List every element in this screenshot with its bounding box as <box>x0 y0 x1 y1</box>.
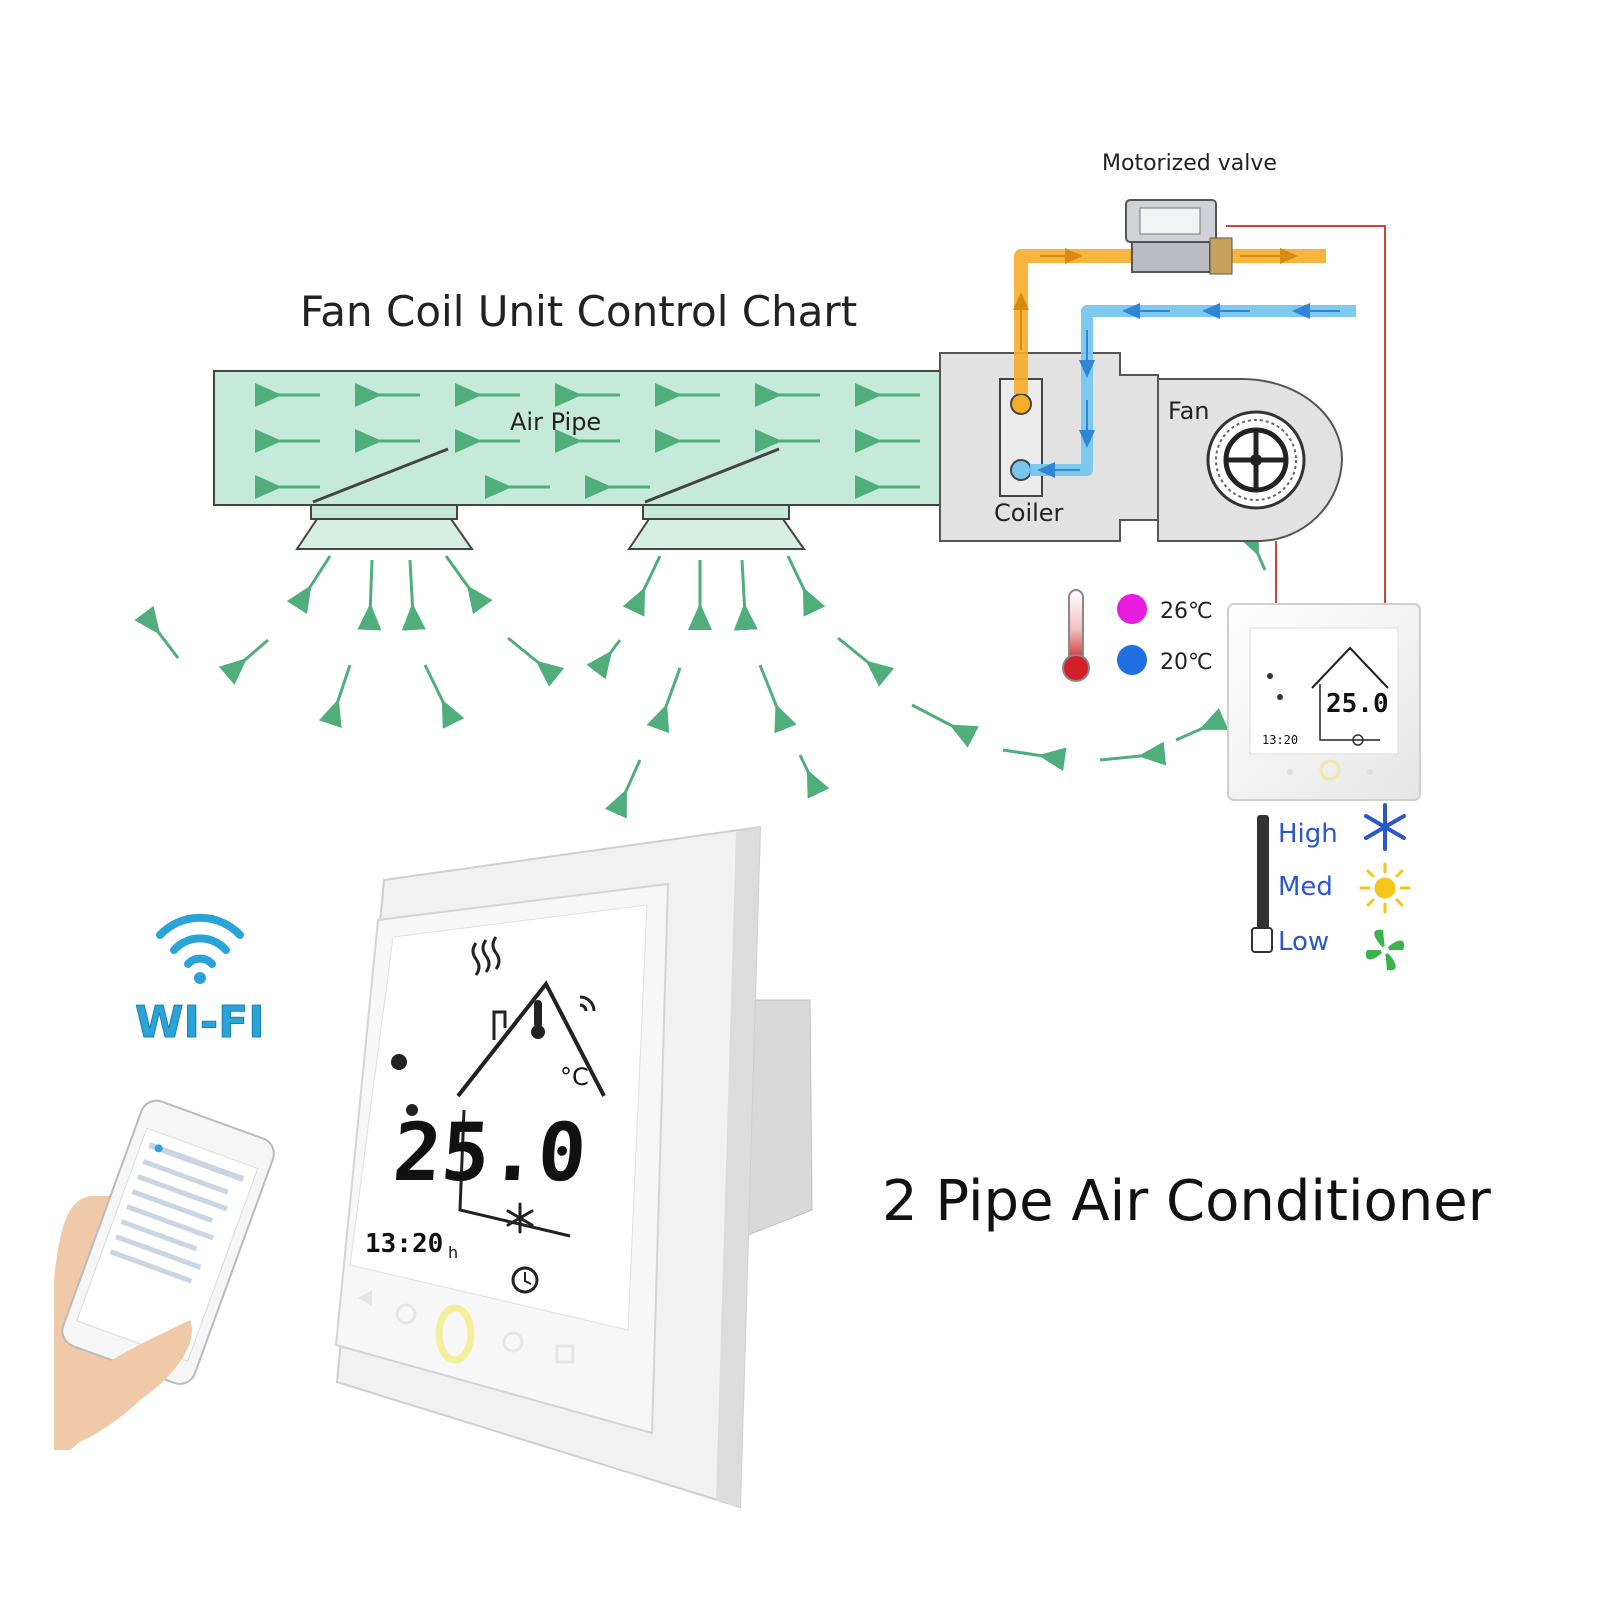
sun-icon <box>1359 862 1411 914</box>
snowflake-mode-icon <box>506 1202 534 1234</box>
house-outline <box>456 980 606 1098</box>
small-thermostat-temp: 25.0 <box>1326 689 1389 719</box>
heat-waves-icon <box>471 936 501 976</box>
diagram-title: Fan Coil Unit Control Chart <box>300 287 857 336</box>
main-thermostat-temp: 25.0 <box>390 1106 589 1199</box>
thermometer-small-icon <box>531 1000 545 1039</box>
supply-air-arrows <box>134 526 1267 819</box>
menu-button[interactable] <box>555 1344 575 1364</box>
air-pipe-label: Air Pipe <box>510 408 601 436</box>
diffuser-right <box>627 447 806 550</box>
main-thermostat-time-suffix: h <box>448 1243 458 1262</box>
speed-slider-icon <box>1257 815 1269 941</box>
motorized-valve: Motorized valve <box>1102 151 1277 275</box>
low-temp-dot <box>1117 645 1147 675</box>
wifi-label: WI-FI <box>135 997 265 1048</box>
cold-water-pipe <box>1030 303 1356 478</box>
signal-icon <box>579 995 596 1012</box>
main-thermostat: °C 25.0 13:20 h <box>334 825 813 1509</box>
speed-high-label: High <box>1278 819 1338 849</box>
speed-low-label: Low <box>1278 927 1329 957</box>
duct-flow-arrows <box>255 383 920 499</box>
control-wires <box>1226 225 1386 608</box>
left-status-icons <box>391 1054 418 1116</box>
smartphone <box>54 1099 275 1450</box>
main-thermostat-time: 13:20 <box>365 1229 443 1259</box>
high-temp-label: 26℃ <box>1160 599 1213 624</box>
clock-icon <box>511 1266 539 1294</box>
clock-button[interactable] <box>502 1331 524 1353</box>
main-thermostat-unit: °C <box>560 1063 589 1091</box>
coiler-unit: Coiler <box>939 352 1159 542</box>
air-pipe <box>213 370 941 506</box>
small-thermostat: 25.0 13:20 <box>1227 603 1421 801</box>
fan-unit: Fan <box>1157 377 1344 542</box>
diffuser-left <box>295 447 474 550</box>
power-button[interactable] <box>435 1304 475 1364</box>
coiler-label: Coiler <box>994 499 1064 527</box>
product-label: 2 Pipe Air Conditioner <box>882 1169 1492 1234</box>
small-thermostat-time: 13:20 <box>1262 733 1298 747</box>
valve-label: Motorized valve <box>1102 151 1277 176</box>
speed-med-label: Med <box>1278 872 1333 902</box>
wifi-icon <box>156 913 244 984</box>
high-temp-dot <box>1117 594 1147 624</box>
thermometer-icon <box>1062 589 1090 682</box>
snowflake-icon <box>1364 803 1406 851</box>
temperature-legend: 26℃ 20℃ <box>1062 589 1213 682</box>
fan-speed-legend: High Med Low <box>1251 803 1411 971</box>
mode-button[interactable] <box>395 1303 417 1325</box>
low-temp-label: 20℃ <box>1160 650 1213 675</box>
fan-icon <box>1365 929 1405 971</box>
fan-label: Fan <box>1168 397 1210 425</box>
back-button[interactable] <box>358 1290 372 1306</box>
